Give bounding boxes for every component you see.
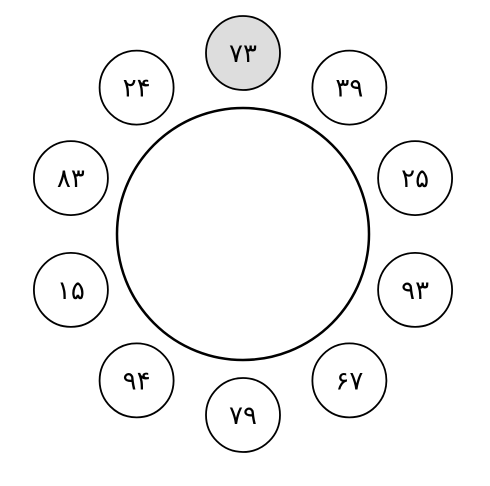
number-tile-label: ۹۴ [123, 366, 151, 396]
number-tile-circle[interactable] [311, 342, 388, 419]
number-tile-label: ۹۳ [401, 276, 429, 306]
number-tile-label: ۲۴ [123, 74, 151, 104]
number-tile[interactable]: ۳۹ [311, 49, 388, 126]
number-tile-circle[interactable] [33, 251, 109, 328]
center-circle [115, 106, 371, 362]
number-tile-label: ۲۵ [401, 164, 429, 194]
number-tile[interactable]: ۱۵ [33, 251, 109, 328]
number-tile[interactable]: ۸۳ [33, 140, 109, 217]
number-tile[interactable]: ۷۹ [205, 377, 281, 453]
number-ring: ۷۳ ۳۹ ۲۵ ۹۳ ۶۷ ۷۹ ۹۴ ۱۵ ۸۳ ۲۴ [33, 15, 454, 453]
number-tile-circle[interactable] [377, 251, 454, 328]
number-tile-circle[interactable] [98, 49, 175, 126]
number-tile[interactable]: ۹۳ [377, 251, 454, 328]
number-tile[interactable]: ۲۴ [98, 49, 175, 126]
number-tile[interactable]: ۲۵ [377, 140, 454, 217]
number-tile-circle[interactable] [377, 140, 454, 217]
number-tile-circle[interactable] [205, 377, 281, 453]
number-tile[interactable]: ۶۷ [311, 342, 388, 419]
number-tile-label: ۷۳ [229, 39, 257, 69]
number-tile-circle-highlighted[interactable] [205, 15, 281, 91]
number-tile-label: ۶۷ [335, 366, 363, 396]
number-tile[interactable]: ۷۳ [205, 15, 281, 91]
number-tile-label: ۳۹ [335, 74, 363, 104]
number-tile-label: ۱۵ [57, 276, 85, 306]
number-tile-circle[interactable] [98, 342, 175, 419]
number-tile-circle[interactable] [311, 49, 388, 126]
number-tile-label: ۷۹ [229, 401, 257, 431]
number-tile[interactable]: ۹۴ [98, 342, 175, 419]
number-tile-circle[interactable] [33, 140, 109, 217]
number-tile-label: ۸۳ [57, 164, 85, 194]
